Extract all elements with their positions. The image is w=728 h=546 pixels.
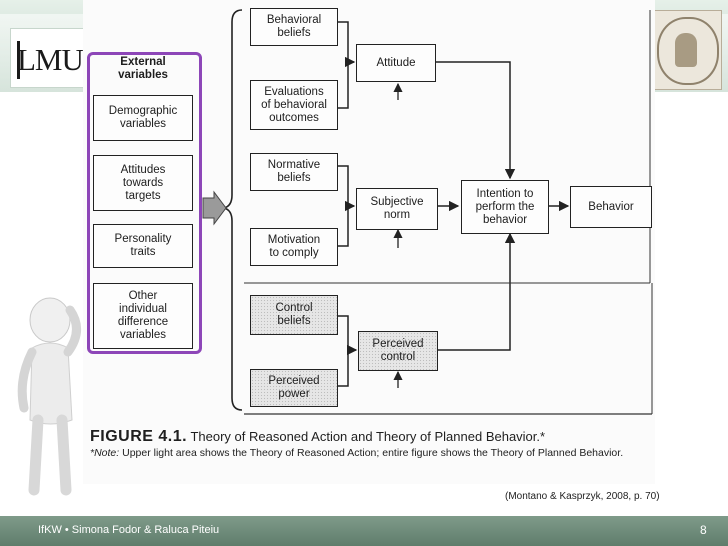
behavior-box: Behavior [570, 186, 652, 228]
external-variables-title: External variables [118, 56, 168, 81]
page-number: 8 [700, 523, 707, 537]
other-individual-differences-box: Other individual difference variables [93, 283, 193, 349]
figure-caption: FIGURE 4.1. Theory of Reasoned Action an… [90, 428, 546, 445]
footer-bar [0, 516, 728, 546]
footer-authors: IfKW • Simona Fodor & Raluca Piteiu [38, 524, 220, 536]
attitude-box: Attitude [356, 44, 436, 82]
attitudes-towards-targets-box: Attitudes towards targets [93, 155, 193, 211]
figure-note: *Note: Upper light area shows the Theory… [90, 447, 624, 459]
evaluations-box: Evaluations of behavioral outcomes [250, 80, 338, 130]
normative-beliefs-box: Normative beliefs [250, 153, 338, 191]
external-variables-highlight [87, 52, 202, 354]
motivation-to-comply-box: Motivation to comply [250, 228, 338, 266]
university-logo: LMU [10, 28, 84, 88]
perceived-control-box: Perceived control [358, 331, 438, 371]
personality-traits-box: Personality traits [93, 224, 193, 268]
intention-box: Intention to perform the behavior [461, 180, 549, 234]
perceived-power-box: Perceived power [250, 369, 338, 407]
thinking-person-illustration [17, 297, 81, 496]
subjective-norm-box: Subjective norm [356, 188, 438, 230]
citation: (Montano & Kasprzyk, 2008, p. 70) [505, 491, 660, 502]
demographic-variables-box: Demographic variables [93, 95, 193, 141]
behavioral-beliefs-box: Behavioral beliefs [250, 8, 338, 46]
university-seal-image [650, 10, 722, 90]
control-beliefs-box: Control beliefs [250, 295, 338, 335]
